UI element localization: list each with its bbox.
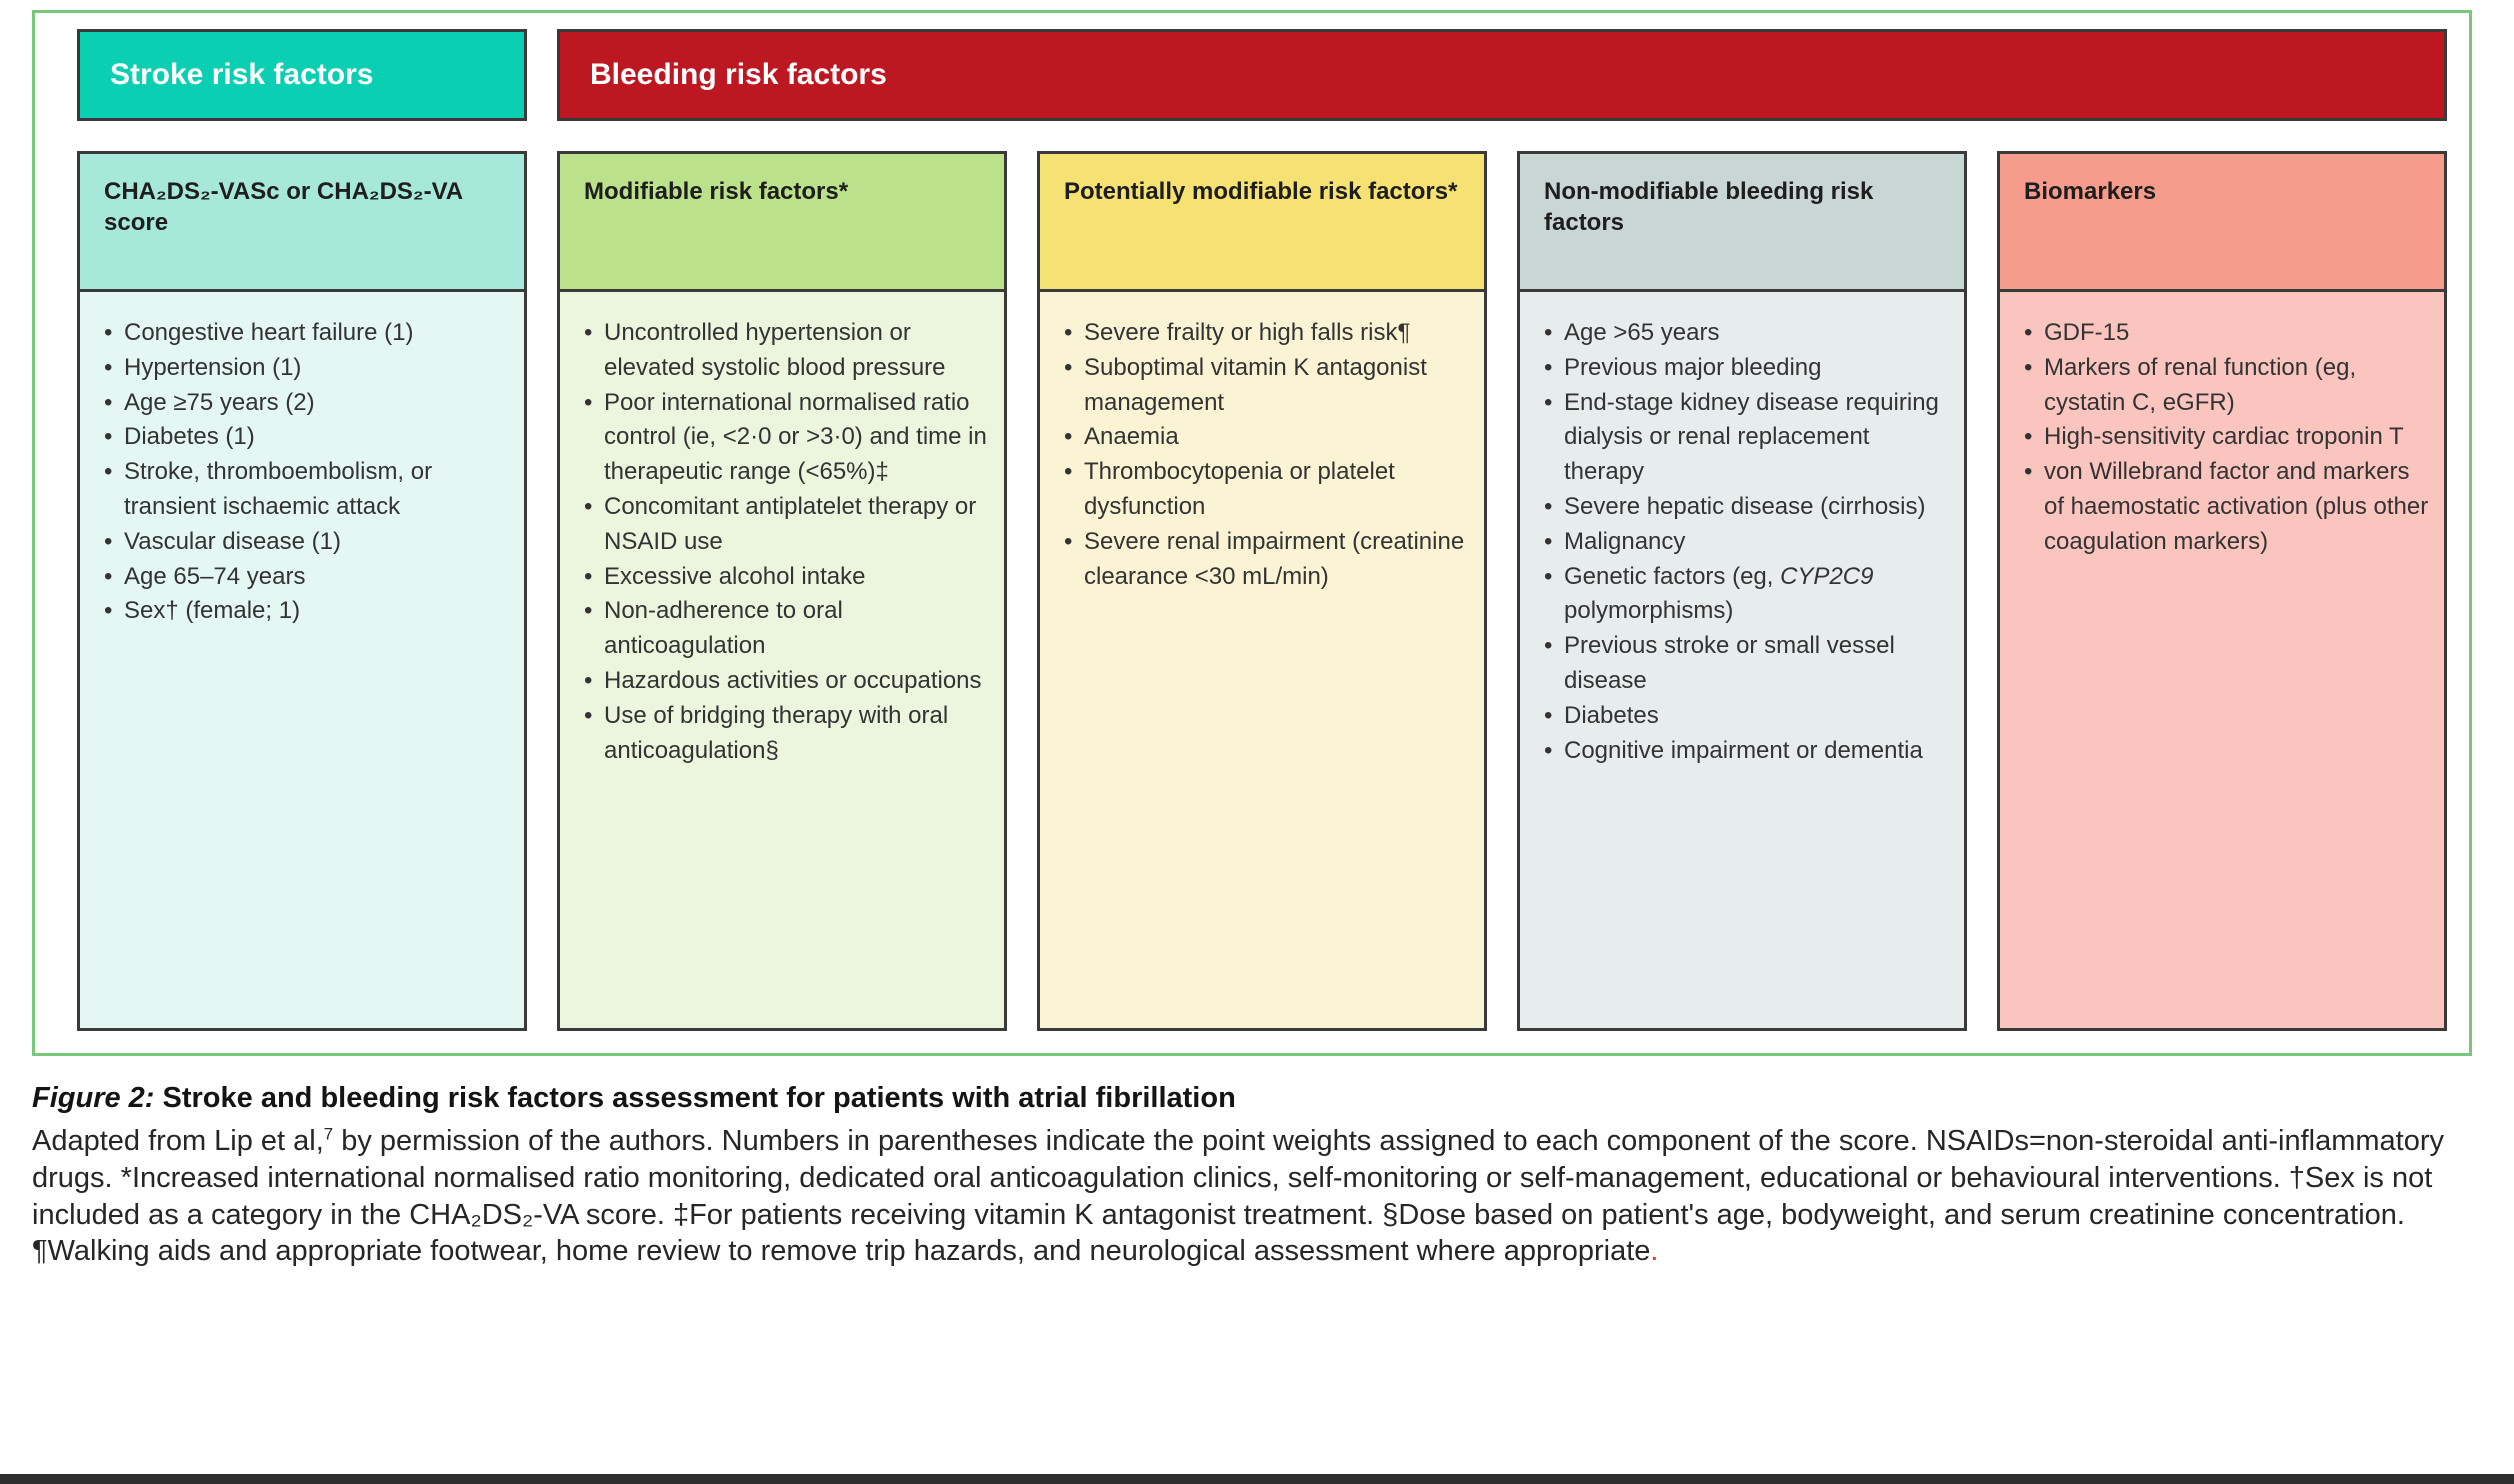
risk-factor-item: Non-adherence to oral anticoagulation [580, 594, 996, 664]
column-title: Non-modifiable bleeding risk factors [1544, 178, 1874, 237]
column-body: Age >65 yearsPrevious major bleedingEnd-… [1520, 292, 1964, 1028]
risk-factor-item: Genetic factors (eg, CYP2C9 polymorphism… [1540, 560, 1956, 630]
column-non-modifiable: Non-modifiable bleeding risk factors Age… [1517, 151, 1967, 1031]
caption-body-start: Adapted from Lip et al, [32, 1125, 324, 1157]
column-body: GDF-15Markers of renal function (eg, cys… [2000, 292, 2444, 1028]
caption-title-text: Stroke and bleeding risk factors assessm… [154, 1082, 1236, 1114]
risk-factor-item: Age 65–74 years [100, 560, 516, 595]
risk-factor-item: Uncontrolled hypertension or elevated sy… [580, 316, 996, 386]
column-title: CHA₂DS₂-VASc or CHA₂DS₂-VA score [104, 178, 463, 237]
risk-factor-item: Cognitive impairment or dementia [1540, 734, 1956, 769]
risk-factor-item: GDF-15 [2020, 316, 2436, 351]
risk-factor-item: Age ≥75 years (2) [100, 386, 516, 421]
risk-factor-item: Severe renal impairment (creatinine clea… [1060, 525, 1476, 595]
column-body: Uncontrolled hypertension or elevated sy… [560, 292, 1004, 1028]
risk-factor-item: Age >65 years [1540, 316, 1956, 351]
column-title: Biomarkers [2024, 178, 2157, 205]
column-header: Modifiable risk factors* [560, 154, 1004, 292]
risk-factor-item: High-sensitivity cardiac troponin T [2020, 420, 2436, 455]
column-title: Modifiable risk factors* [584, 178, 849, 205]
risk-factor-item: Suboptimal vitamin K antagonist manageme… [1060, 351, 1476, 421]
figure-caption: Figure 2: Stroke and bleeding risk facto… [32, 1082, 2484, 1270]
figure-panel: Stroke risk factors Bleeding risk factor… [32, 10, 2472, 1056]
risk-factor-item: Vascular disease (1) [100, 525, 516, 560]
caption-body: Adapted from Lip et al,7 by permission o… [32, 1123, 2484, 1270]
stroke-risk-header-label: Stroke risk factors [110, 58, 374, 91]
bleeding-risk-header-bar: Bleeding risk factors [557, 29, 2447, 121]
risk-factor-item: Previous stroke or small vessel disease [1540, 629, 1956, 699]
risk-factor-item: Anaemia [1060, 420, 1476, 455]
risk-factor-item: Hypertension (1) [100, 351, 516, 386]
column-chads-score: CHA₂DS₂-VASc or CHA₂DS₂-VA score Congest… [77, 151, 527, 1031]
risk-factor-columns: CHA₂DS₂-VASc or CHA₂DS₂-VA score Congest… [77, 151, 2447, 1031]
column-title: Potentially modifiable risk factors* [1064, 178, 1458, 205]
risk-factor-item: Congestive heart failure (1) [100, 316, 516, 351]
column-header: Biomarkers [2000, 154, 2444, 292]
risk-factor-item: Poor international normalised ratio cont… [580, 386, 996, 490]
caption-final-period: . [1650, 1235, 1659, 1268]
risk-factor-list: Severe frailty or high falls risk¶Subopt… [1060, 316, 1476, 594]
column-header: CHA₂DS₂-VASc or CHA₂DS₂-VA score [80, 154, 524, 292]
risk-factor-item: Previous major bleeding [1540, 351, 1956, 386]
column-body: Severe frailty or high falls risk¶Subopt… [1040, 292, 1484, 1028]
caption-figure-label: Figure 2: [32, 1082, 155, 1114]
column-header: Potentially modifiable risk factors* [1040, 154, 1484, 292]
caption-title: Figure 2: Stroke and bleeding risk facto… [32, 1082, 2484, 1115]
caption-body-rest: by permission of the authors. Numbers in… [32, 1125, 2445, 1268]
risk-factor-item: Severe frailty or high falls risk¶ [1060, 316, 1476, 351]
risk-factor-item: Stroke, thromboembolism, or transient is… [100, 455, 516, 525]
risk-factor-item: Hazardous activities or occupations [580, 664, 996, 699]
bleeding-risk-header-label: Bleeding risk factors [590, 58, 887, 91]
risk-factor-item: Markers of renal function (eg, cystatin … [2020, 351, 2436, 421]
reference-superscript: 7 [323, 1124, 334, 1144]
column-header: Non-modifiable bleeding risk factors [1520, 154, 1964, 292]
risk-factor-item: Malignancy [1540, 525, 1956, 560]
risk-factor-item: Diabetes [1540, 699, 1956, 734]
risk-factor-item: Thrombocytopenia or platelet dysfunction [1060, 455, 1476, 525]
risk-factor-list: Age >65 yearsPrevious major bleedingEnd-… [1540, 316, 1956, 768]
stroke-risk-header-bar: Stroke risk factors [77, 29, 527, 121]
risk-factor-item: Severe hepatic disease (cirrhosis) [1540, 490, 1956, 525]
risk-factor-list: Congestive heart failure (1)Hypertension… [100, 316, 516, 629]
risk-factor-item: Excessive alcohol intake [580, 560, 996, 595]
column-biomarkers: Biomarkers GDF-15Markers of renal functi… [1997, 151, 2447, 1031]
column-potentially-modifiable: Potentially modifiable risk factors* Sev… [1037, 151, 1487, 1031]
risk-factor-list: GDF-15Markers of renal function (eg, cys… [2020, 316, 2436, 560]
top-header-row: Stroke risk factors Bleeding risk factor… [77, 29, 2447, 121]
risk-factor-item: Concomitant antiplatelet therapy or NSAI… [580, 490, 996, 560]
risk-factor-item: Sex† (female; 1) [100, 594, 516, 629]
risk-factor-list: Uncontrolled hypertension or elevated sy… [580, 316, 996, 768]
risk-factor-item: von Willebrand factor and markers of hae… [2020, 455, 2436, 559]
risk-factor-item: Use of bridging therapy with oral antico… [580, 699, 996, 769]
column-body: Congestive heart failure (1)Hypertension… [80, 292, 524, 1028]
bottom-bar [0, 1474, 2514, 1484]
risk-factor-item: End-stage kidney disease requiring dialy… [1540, 386, 1956, 490]
column-modifiable: Modifiable risk factors* Uncontrolled hy… [557, 151, 1007, 1031]
risk-factor-item: Diabetes (1) [100, 420, 516, 455]
